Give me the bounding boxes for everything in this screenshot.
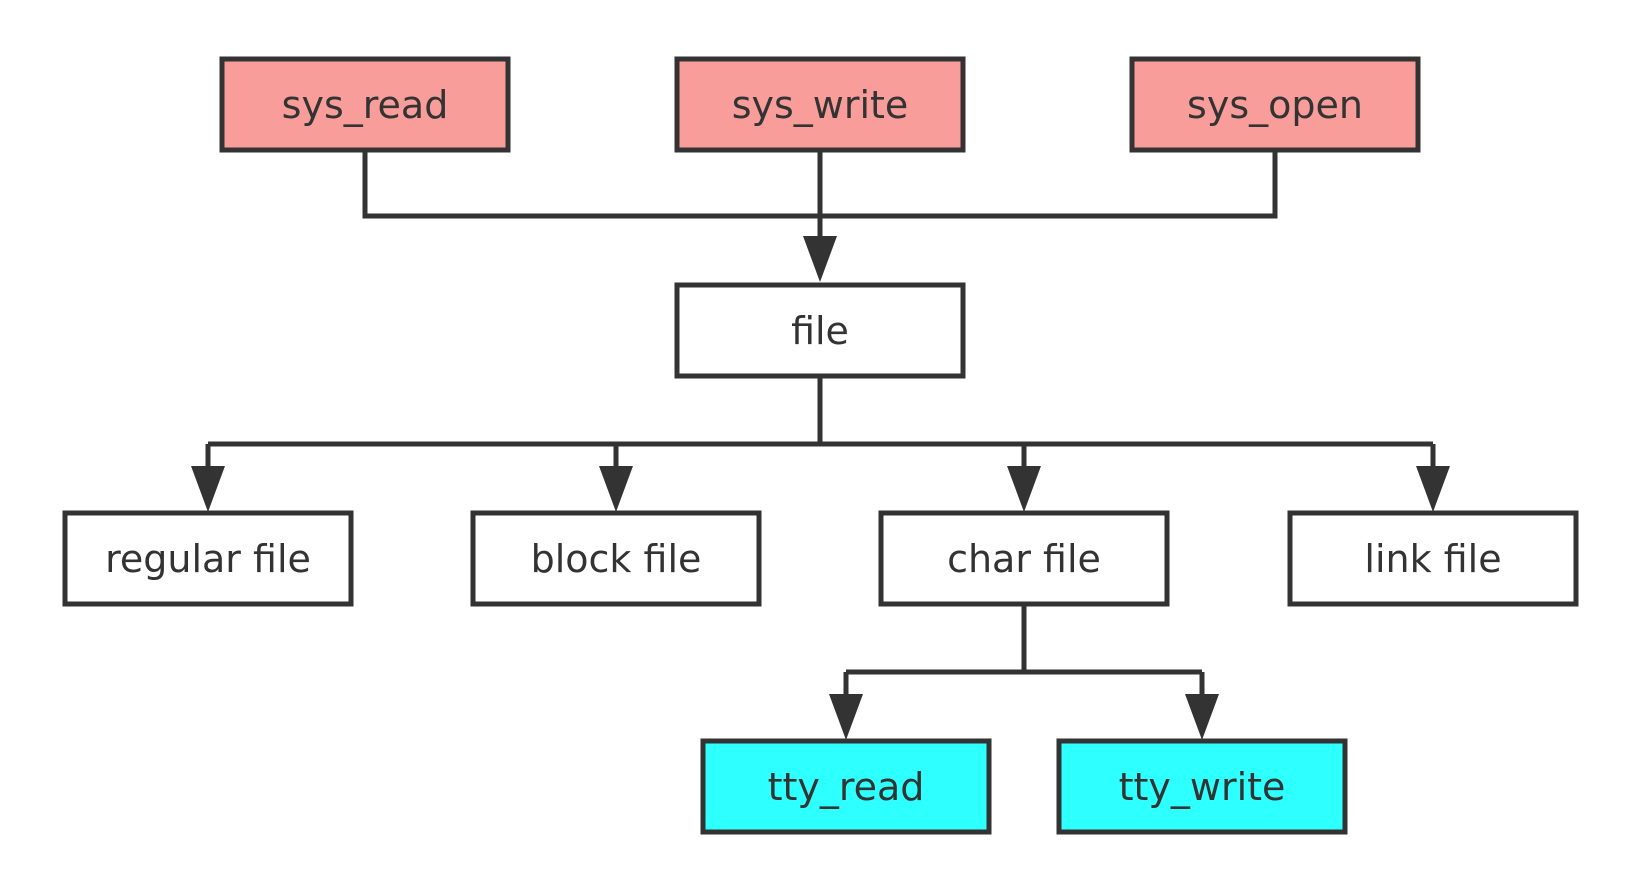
node-sys_write-label: sys_write <box>732 83 909 127</box>
node-link_file: link file <box>1287 510 1579 607</box>
edge-sys_read-to-file <box>362 150 820 219</box>
arrowhead-tty_write <box>1185 694 1219 740</box>
node-file: file <box>674 282 966 379</box>
node-file-label: file <box>791 309 849 353</box>
node-sys_open: sys_open <box>1129 56 1421 153</box>
node-sys_read: sys_read <box>219 56 511 153</box>
arrowhead-char_file <box>1007 466 1041 512</box>
arrowhead-link_file <box>1416 466 1450 512</box>
arrowhead-regular_file <box>191 466 225 512</box>
node-regular_file-box <box>62 510 354 607</box>
node-sys_read-box <box>219 56 511 153</box>
node-char_file-label: char file <box>947 537 1101 581</box>
arrowhead-block_file <box>599 466 633 512</box>
node-regular_file-label: regular file <box>105 537 311 581</box>
node-sys_open-box <box>1129 56 1421 153</box>
node-block_file: block file <box>470 510 762 607</box>
edge-sys_open-to-file <box>820 150 1278 219</box>
node-sys_read-label: sys_read <box>282 83 449 127</box>
node-block_file-box <box>470 510 762 607</box>
node-sys_open-label: sys_open <box>1187 83 1363 127</box>
edges <box>191 150 1450 740</box>
node-sys_write: sys_write <box>674 56 966 153</box>
node-tty_write: tty_write <box>1056 738 1348 835</box>
node-char_file: char file <box>878 510 1170 607</box>
node-regular_file: regular file <box>62 510 354 607</box>
node-sys_write-box <box>674 56 966 153</box>
nodes: sys_read sys_write sys_open file regular… <box>62 56 1579 835</box>
node-block_file-label: block file <box>531 537 702 581</box>
node-tty_write-box <box>1056 738 1348 835</box>
arrowhead-file <box>803 236 837 282</box>
node-tty_write-label: tty_write <box>1119 765 1286 809</box>
node-link_file-box <box>1287 510 1579 607</box>
node-tty_read-box <box>700 738 992 835</box>
arrowhead-tty_read <box>829 694 863 740</box>
node-file-box <box>674 282 966 379</box>
node-tty_read-label: tty_read <box>768 765 925 809</box>
node-tty_read: tty_read <box>700 738 992 835</box>
node-link_file-label: link file <box>1364 537 1501 581</box>
node-char_file-box <box>878 510 1170 607</box>
